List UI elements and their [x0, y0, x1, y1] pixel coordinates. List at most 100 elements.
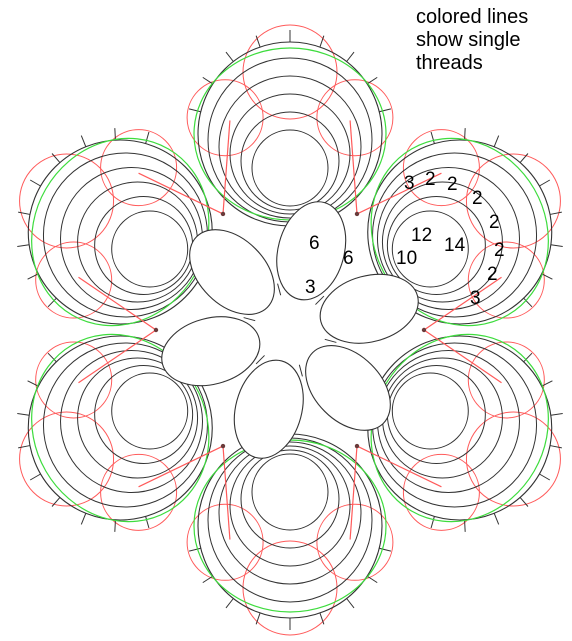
chain-junction-line	[349, 120, 358, 214]
chain-loop	[42, 342, 208, 508]
picot-tick	[114, 519, 116, 532]
picot-tick	[541, 273, 553, 280]
chain-count-label: 2	[472, 188, 483, 209]
picot-tick	[202, 76, 214, 85]
picot-tick	[29, 179, 41, 187]
picot-tick	[523, 352, 533, 363]
side-picot-circle	[186, 503, 264, 581]
legend-caption: colored lines show single threads	[416, 6, 566, 75]
ring-join-tick	[243, 317, 256, 322]
chain-junction-line	[138, 172, 224, 215]
picot-tick	[114, 128, 116, 141]
caption-line: show single	[416, 29, 521, 51]
junction-dot	[220, 443, 226, 449]
picot-tick	[539, 179, 551, 187]
chain-junction-line	[222, 446, 231, 540]
picot-tick	[346, 598, 355, 609]
chain-junction-line	[78, 276, 157, 331]
junction-dot	[220, 211, 226, 217]
side-picot-circle	[316, 79, 394, 157]
chain-junction-line	[349, 446, 358, 540]
chain-loop	[372, 152, 538, 318]
picot-tick	[27, 273, 39, 280]
chain-junction-line	[423, 276, 502, 331]
picot-tick	[366, 575, 378, 584]
picot-tick	[51, 153, 61, 163]
picot-tick	[18, 445, 31, 449]
chain-junction-line	[138, 445, 224, 488]
chain-loop	[218, 75, 362, 219]
picot-tick	[346, 51, 355, 62]
chain-loop	[376, 167, 520, 310]
ring-join-tick	[255, 355, 265, 365]
picot-tick	[430, 131, 435, 144]
chain-junction-line	[423, 329, 502, 384]
picot-tick	[430, 516, 435, 529]
center-ring	[276, 201, 347, 301]
chain-loop	[381, 181, 503, 303]
chain-junction-line	[356, 172, 442, 215]
picot-tick	[188, 108, 201, 113]
outer-picot-circle	[19, 411, 115, 507]
outer-picot-circle	[242, 24, 338, 120]
chain-count-label: 10	[396, 248, 417, 269]
picot-tick	[464, 519, 466, 532]
chain-count-label: 2	[494, 240, 505, 261]
outer-picot-circle	[242, 540, 338, 636]
chain-loop	[229, 93, 351, 215]
picot-tick	[319, 612, 325, 625]
chain-junction-line	[222, 120, 231, 214]
picot-tick	[80, 135, 87, 147]
picot-tick	[379, 108, 392, 113]
chain-junction-line	[356, 445, 442, 488]
chain-count-label: 2	[487, 264, 498, 285]
side-picot-circle	[35, 241, 113, 319]
picot-tick	[541, 380, 553, 387]
chain-loop	[218, 441, 362, 585]
ring-join-tick	[324, 338, 337, 343]
side-picot-circle	[402, 453, 480, 531]
side-picot-circle	[100, 453, 178, 531]
junction-dot	[354, 443, 360, 449]
outer-picot-circle	[465, 411, 561, 507]
center-ring	[233, 359, 304, 459]
picot-tick	[255, 35, 261, 48]
center-ring	[305, 345, 391, 431]
picot-tick	[550, 413, 563, 416]
picot-tick	[549, 445, 562, 449]
ring-join-tick	[315, 295, 325, 305]
picot-tick	[47, 297, 57, 308]
picot-tick	[202, 575, 214, 584]
ring-join-tick	[298, 364, 303, 377]
picot-tick	[18, 211, 31, 215]
chain-loop	[229, 445, 351, 567]
chain-loop	[251, 129, 329, 207]
chain-count-label: 2	[489, 212, 500, 233]
chain-loop	[77, 357, 199, 479]
chain-junction-line	[78, 329, 157, 384]
pattern-shapes	[17, 24, 563, 636]
picot-tick	[379, 547, 392, 552]
picot-tick	[366, 76, 378, 85]
chain-loop	[94, 365, 194, 464]
chain-loop	[391, 210, 469, 288]
chain-loop	[60, 350, 204, 493]
center-ring	[161, 316, 261, 387]
outer-chain-loop	[27, 335, 213, 521]
picot-tick	[17, 413, 30, 416]
picot-tick	[145, 131, 150, 144]
caption-line: threads	[416, 52, 483, 74]
center-ring	[189, 229, 275, 315]
picot-tick	[523, 297, 533, 308]
caption-line: colored lines	[416, 6, 529, 28]
chain-loop	[240, 111, 340, 211]
side-picot-circle	[402, 129, 480, 207]
picot-tick	[145, 516, 150, 529]
picot-tick	[29, 473, 41, 481]
chain-loop	[391, 372, 469, 450]
outer-chain-loop	[367, 139, 553, 325]
chain-loop	[386, 196, 486, 295]
picot-tick	[17, 244, 30, 247]
picot-tick	[493, 135, 500, 147]
picot-tick	[255, 612, 261, 625]
